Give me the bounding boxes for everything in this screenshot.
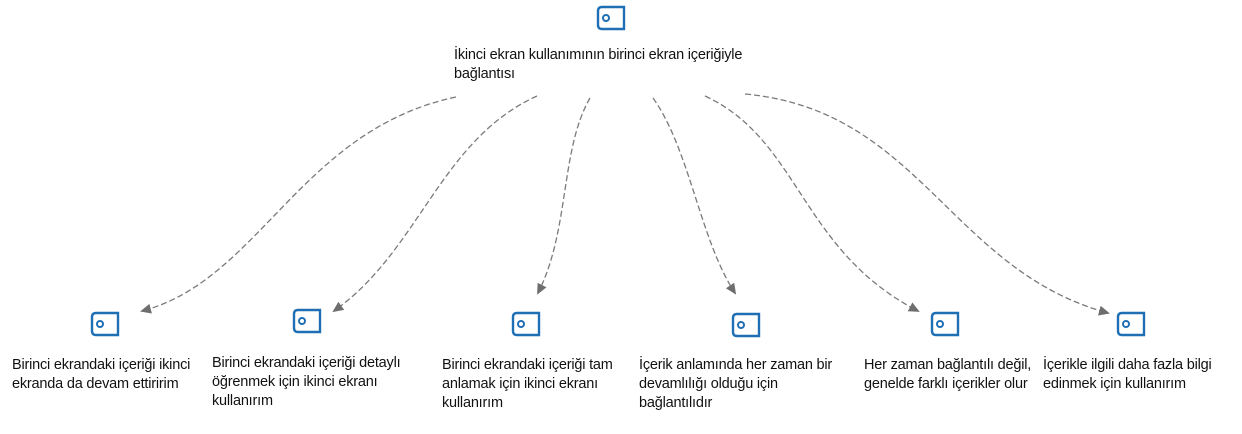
child-2-label: Birinci ekrandaki içeriği detaylı öğrenm… [212, 354, 401, 411]
child-6-label-line-1: İçerikle ilgili daha fazla bilgi [1043, 357, 1212, 373]
child-4-tag-icon [731, 312, 761, 338]
child-1-label-line-1: Birinci ekrandaki içeriği ikinci [12, 357, 191, 373]
child-2-label-line-2: öğrenmek için ikinci ekranı [212, 374, 378, 390]
connector-5 [704, 95, 920, 312]
root-tag-icon [596, 5, 626, 31]
child-2-tag-icon [292, 308, 322, 334]
root-label-line-2: bağlantısı [454, 66, 515, 82]
child-6-tag-icon [1116, 311, 1146, 337]
child-5-label-line-1: Her zaman bağlantılı değil, [864, 357, 1032, 373]
root-label: İkinci ekran kullanımının birinci ekran … [454, 46, 742, 84]
child-4-label-line-3: bağlantılıdır [639, 395, 713, 411]
child-3-label-line-3: kullanırım [442, 395, 503, 411]
child-2-label-line-1: Birinci ekrandaki içeriği detaylı [212, 355, 401, 371]
child-5-label: Her zaman bağlantılı değil, genelde fark… [864, 356, 1031, 394]
child-3-label-line-1: Birinci ekrandaki içeriği tam [442, 357, 613, 373]
child-5-tag-icon [930, 311, 960, 337]
child-3-label: Birinci ekrandaki içeriği tam anlamak iç… [442, 356, 613, 413]
child-6-label-line-2: edinmek için kullanırım [1043, 376, 1186, 392]
child-3-label-line-2: anlamak için ikinci ekranı [442, 376, 598, 392]
child-1-label-line-2: ekranda da devam ettiririm [12, 376, 179, 392]
child-4-label-line-1: İçerik anlamında her zaman bir [639, 357, 833, 373]
child-1-label: Birinci ekrandaki içeriği ikinci ekranda… [12, 356, 190, 394]
connector-2 [332, 95, 538, 313]
child-2-label-line-3: kullanırım [212, 393, 273, 409]
connector-4 [652, 97, 737, 295]
child-4-label-line-2: devamlılığı olduğu için [639, 376, 778, 392]
child-4-label: İçerik anlamında her zaman bir devamlılı… [639, 356, 832, 413]
connector-6 [744, 93, 1110, 316]
root-label-line-1: İkinci ekran kullanımının birinci ekran … [454, 47, 743, 63]
child-3-tag-icon [511, 311, 541, 337]
child-1-tag-icon [90, 311, 120, 337]
connector-3 [537, 97, 591, 295]
child-5-label-line-2: genelde farklı içerikler olur [864, 376, 1028, 392]
child-6-label: İçerikle ilgili daha fazla bilgi edinmek… [1043, 356, 1212, 394]
connector-1 [140, 96, 457, 314]
